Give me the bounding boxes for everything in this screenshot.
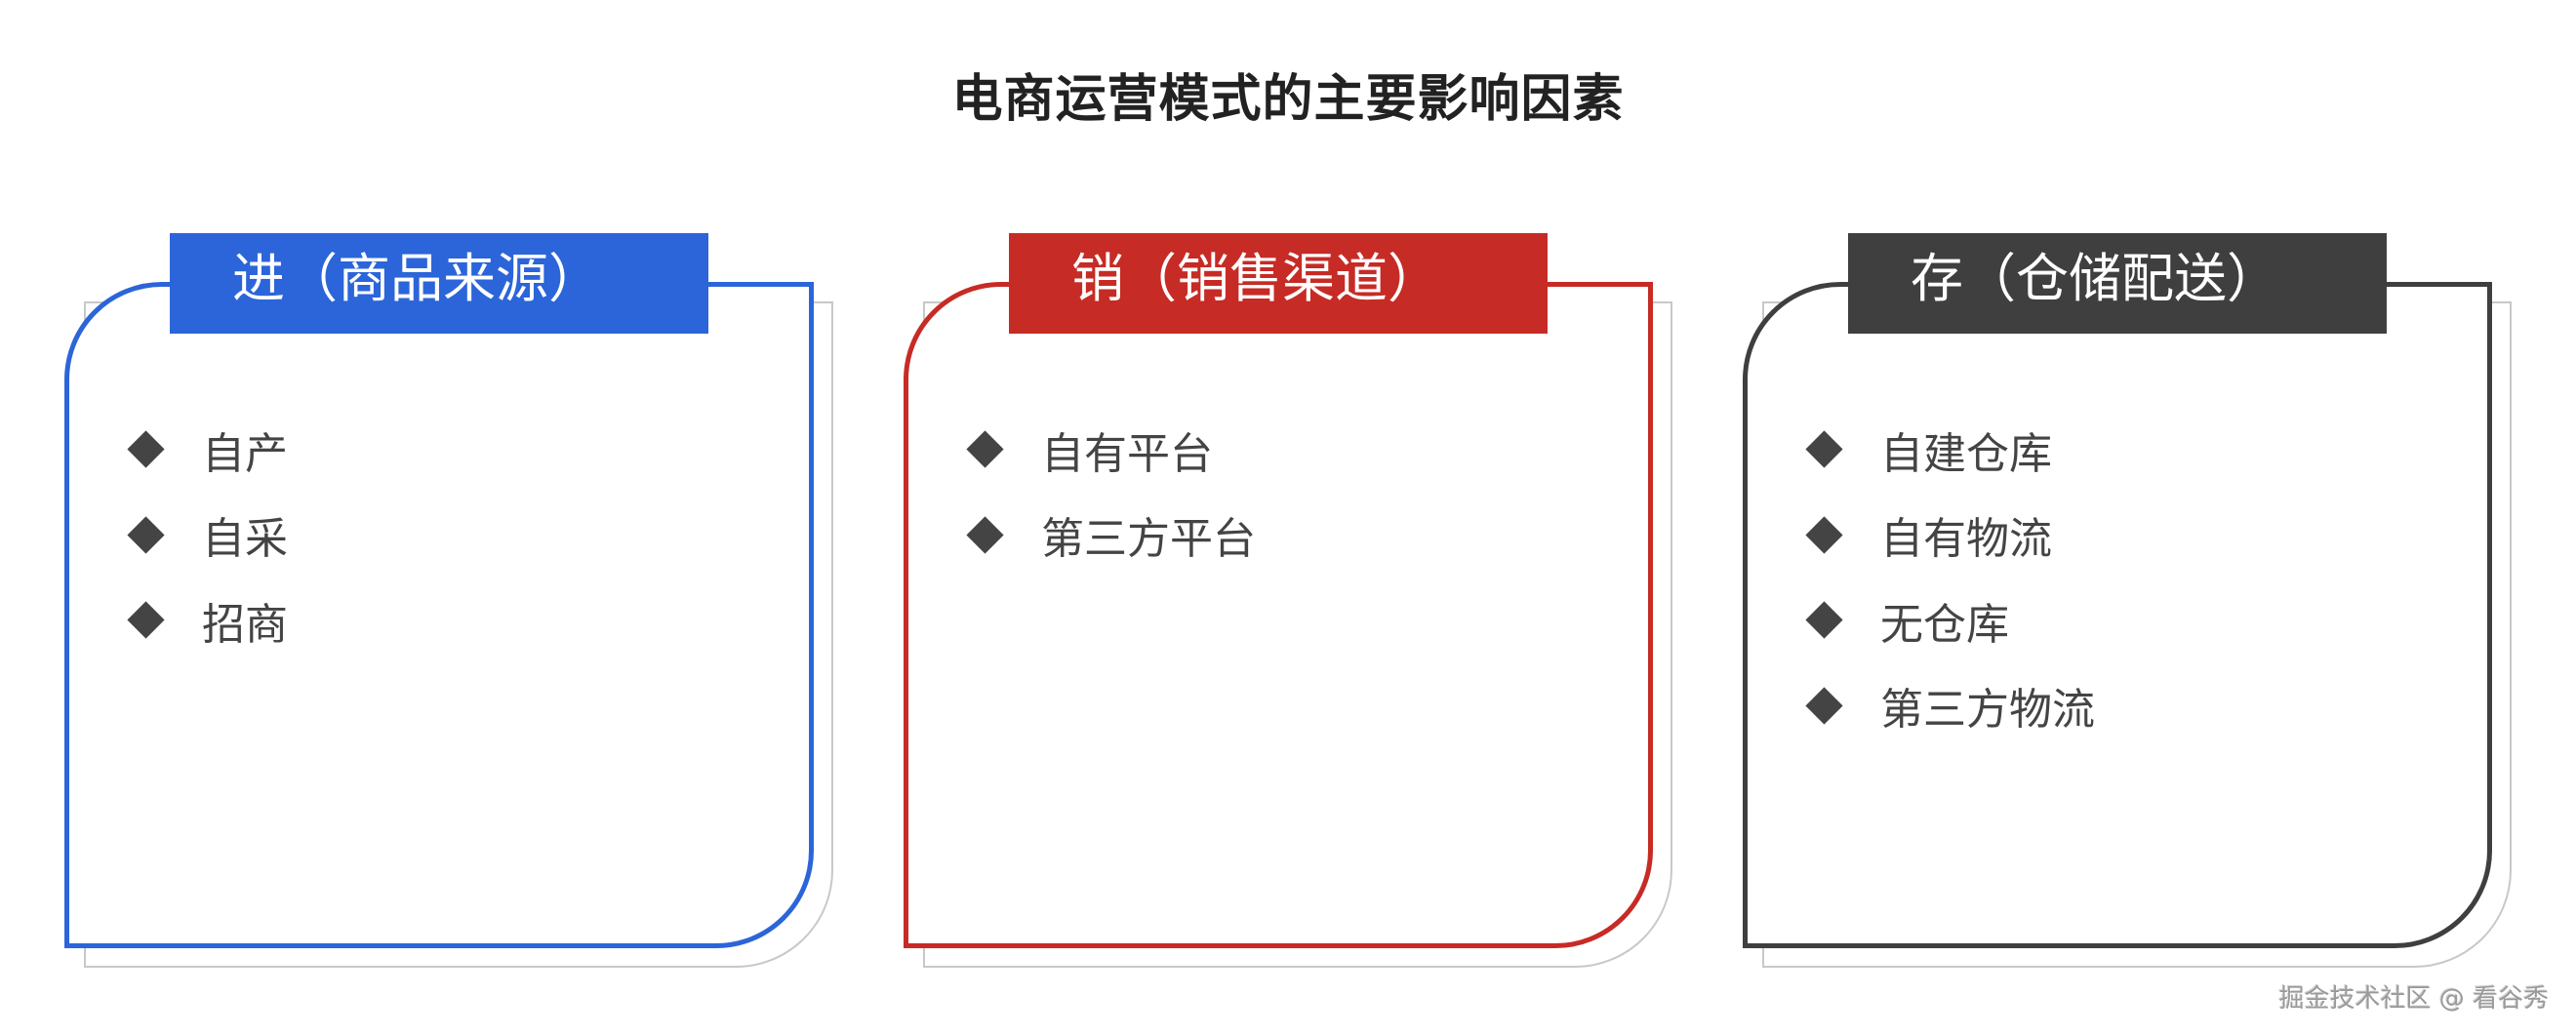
diamond-bullet-icon [1805,430,1843,468]
diamond-bullet-icon [127,430,165,468]
card-frame [904,282,1653,948]
diamond-bullet-icon [1805,687,1843,725]
list-item: 第三方物流 [1803,663,2095,749]
diamond-bullet-icon [966,430,1004,468]
list-item-label: 无仓库 [1880,599,2009,650]
list-item-label: 自建仓库 [1880,428,2052,479]
list-item: 自有平台 [964,407,1256,493]
diamond-bullet-icon [1805,516,1843,554]
card-storage-delivery: 存（仓储配送） 自建仓库 自有物流 无仓库 第三方物流 [1743,233,2512,968]
list-item: 自有物流 [1803,493,2095,578]
list-item-label: 自有物流 [1880,514,2052,565]
diamond-bullet-icon [127,601,165,639]
card-frame [1743,282,2492,948]
list-item-label: 第三方物流 [1880,685,2095,736]
card-frame [64,282,814,948]
watermark: 掘金技术社区 @ 看谷秀 [2278,984,2549,1014]
list-item: 招商 [125,578,288,663]
card-header: 存（仓储配送） [1848,233,2387,334]
list-item: 自建仓库 [1803,407,2095,493]
list-item: 自采 [125,493,288,578]
list-item: 第三方平台 [964,493,1256,578]
card-list: 自建仓库 自有物流 无仓库 第三方物流 [1803,407,2095,748]
list-item: 无仓库 [1803,578,2095,663]
diamond-bullet-icon [127,516,165,554]
card-header: 进（商品来源） [170,233,708,334]
card-header: 销（销售渠道） [1009,233,1548,334]
list-item-label: 自采 [202,514,288,565]
list-item-label: 第三方平台 [1041,514,1256,565]
diamond-bullet-icon [966,516,1004,554]
card-sales-channels: 销（销售渠道） 自有平台 第三方平台 [904,233,1672,968]
diagram-title: 电商运营模式的主要影响因素 [951,70,1625,129]
list-item-label: 自有平台 [1041,428,1213,479]
list-item-label: 自产 [202,428,288,479]
card-inbound-sourcing: 进（商品来源） 自产 自采 招商 [64,233,833,968]
diamond-bullet-icon [1805,601,1843,639]
card-list: 自有平台 第三方平台 [964,407,1256,578]
list-item: 自产 [125,407,288,493]
list-item-label: 招商 [202,599,288,650]
card-list: 自产 自采 招商 [125,407,288,663]
